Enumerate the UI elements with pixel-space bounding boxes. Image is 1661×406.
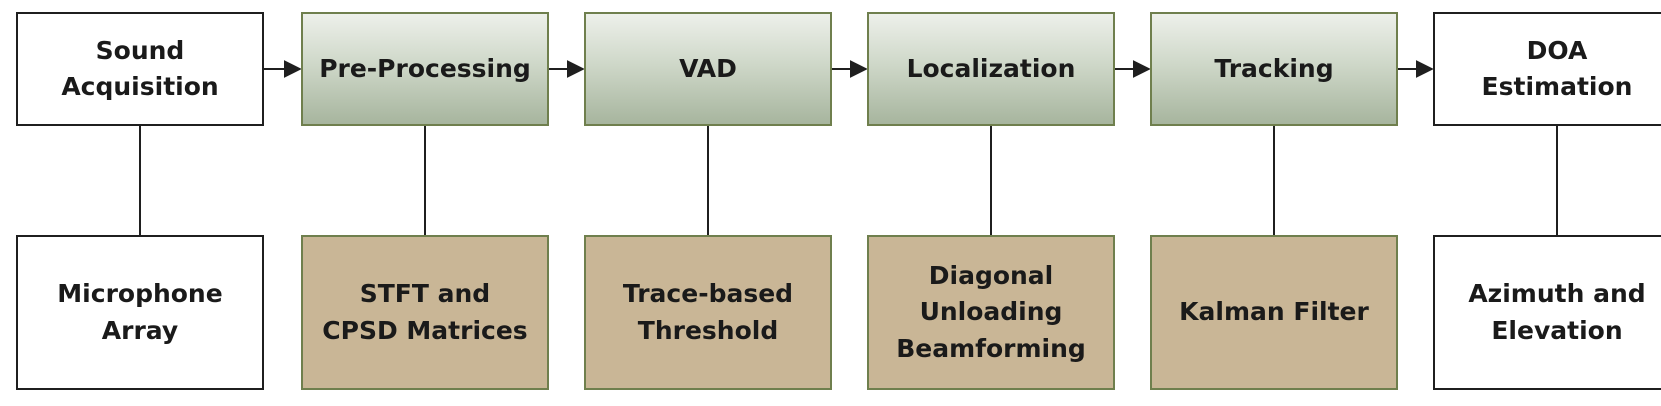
trace-threshold-box: Trace-based Threshold bbox=[584, 235, 832, 390]
stft-cpsd-box: STFT and CPSD Matrices bbox=[301, 235, 549, 390]
diagonal-unloading-box: Diagonal Unloading Beamforming bbox=[867, 235, 1115, 390]
azimuth-elevation-box: Azimuth and Elevation bbox=[1433, 235, 1661, 390]
localization-box: Localization bbox=[867, 12, 1115, 126]
kalman-filter-box: Kalman Filter bbox=[1150, 235, 1398, 390]
sound-acquisition-box: Sound Acquisition bbox=[16, 12, 264, 126]
doa-estimation-box: DOA Estimation bbox=[1433, 12, 1661, 126]
tracking-box: Tracking bbox=[1150, 12, 1398, 126]
vad-box: VAD bbox=[584, 12, 832, 126]
connectors bbox=[139, 60, 1558, 235]
microphone-array-box: Microphone Array bbox=[16, 235, 264, 390]
pre-processing-box: Pre-Processing bbox=[301, 12, 549, 126]
